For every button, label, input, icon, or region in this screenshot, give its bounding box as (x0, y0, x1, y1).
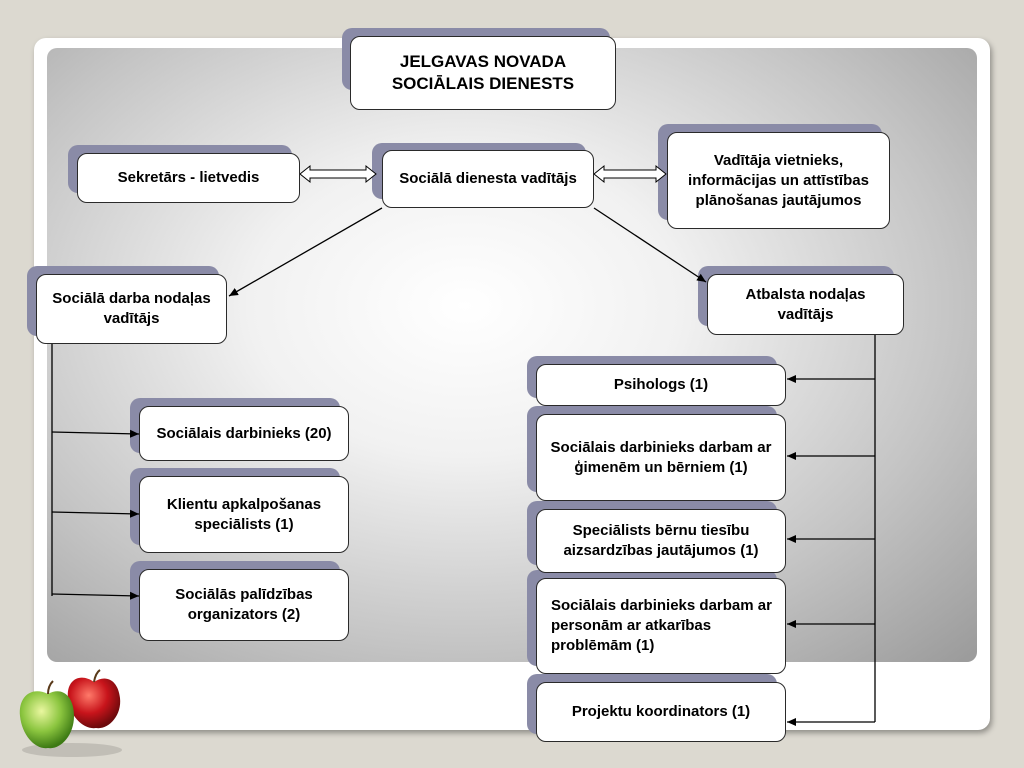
node-social-work-head: Sociālā darba nodaļas vadītājs (36, 274, 227, 344)
node-family-worker: Sociālais darbinieks darbam ar ģimenēm u… (536, 414, 786, 501)
node-secretary-label: Sekretārs - lietvedis (117, 169, 260, 186)
node-addiction-worker: Sociālais darbinieks darbam ar personām … (536, 578, 786, 674)
double-arrow-secretary (299, 164, 377, 184)
node-psychologist: Psihologs (1) (536, 364, 786, 406)
arrow-to-client-service (51, 509, 140, 518)
node-deputy: Vadītāja vietnieks, informācijas un attī… (667, 132, 890, 229)
node-root-label: JELGAVAS NOVADA SOCIĀLAIS DIENESTS (391, 52, 575, 93)
node-child-rights-label: Speciālists bērnu tiesību aizsardzības j… (563, 522, 759, 559)
node-client-service-label: Klientu apkalpošanas speciālists (1) (166, 495, 322, 533)
node-social-worker-label: Sociālais darbinieks (20) (156, 424, 332, 442)
node-social-work-head-label: Sociālā darba nodaļas vadītājs (52, 290, 211, 327)
node-head: Sociālā dienesta vadītājs (382, 150, 594, 208)
node-aid-organizers-label: Sociālās palīdzības organizators (2) (175, 586, 313, 623)
apples-icon (19, 669, 122, 757)
node-support-head: Atbalsta nodaļas vadītājs (707, 274, 904, 335)
node-psychologist-label: Psihologs (1) (613, 376, 709, 393)
node-project-coordinator-label: Projektu koordinators (1) (571, 703, 751, 720)
node-head-label: Sociālā dienesta vadītājs (399, 170, 577, 187)
node-deputy-label: Vadītāja vietnieks, informācijas un attī… (688, 151, 869, 209)
node-client-service: Klientu apkalpošanas speciālists (1) (139, 476, 349, 553)
node-social-worker: Sociālais darbinieks (20) (139, 406, 349, 461)
arrow-to-social-worker (51, 429, 140, 438)
node-addiction-worker-label: Sociālais darbinieks darbam ar personām … (551, 597, 772, 654)
node-project-coordinator: Projektu koordinators (1) (536, 682, 786, 742)
arrow-head-to-support (593, 207, 707, 283)
node-root: JELGAVAS NOVADA SOCIĀLAIS DIENESTS (350, 36, 616, 110)
node-aid-organizers: Sociālās palīdzības organizators (2) (139, 569, 349, 641)
arrow-to-aid-organizers (51, 591, 140, 600)
node-family-worker-label: Sociālais darbinieks darbam ar ģimenēm u… (550, 438, 772, 476)
double-arrow-deputy (593, 164, 667, 184)
node-child-rights: Speciālists bērnu tiesību aizsardzības j… (536, 509, 786, 573)
node-secretary: Sekretārs - lietvedis (77, 153, 300, 203)
node-support-head-label: Atbalsta nodaļas vadītājs (745, 285, 866, 323)
arrow-head-to-social-work (228, 207, 383, 297)
